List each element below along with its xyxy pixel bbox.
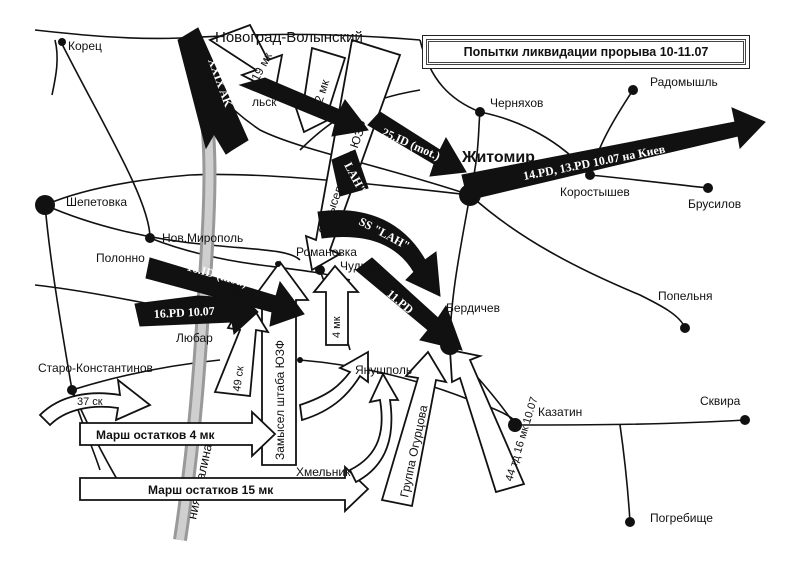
arrow-14pd: [461, 107, 766, 201]
label-49sk: 49 ск: [231, 365, 246, 392]
arrow-37sk: [38, 377, 152, 427]
label-chernyakhov: Черняхов: [490, 96, 543, 110]
dot-skvira: [740, 415, 750, 425]
label-lyubar: Любар: [176, 331, 213, 345]
label-popelnya: Попельня: [658, 289, 712, 303]
roads-layer: [34, 29, 746, 523]
arrow-xxix-ak: [177, 27, 249, 155]
dot-korostyshev: [585, 170, 595, 180]
arrow-19mk: [208, 23, 284, 94]
label-march4: Марш остатков 4 мк: [96, 428, 216, 442]
dot-korets: [58, 38, 66, 46]
dot-radomyshl: [628, 85, 638, 95]
arrow-16id: [145, 257, 305, 327]
label-16pd: 16.PD 10.07: [153, 304, 215, 321]
label-skvira: Сквира: [700, 394, 741, 408]
arrow-11pd: [355, 257, 463, 351]
label-44td: 44 тд 16 мк 10.07: [503, 395, 540, 482]
dot-yanushpol: [297, 357, 303, 363]
arrow-lah-short: [331, 149, 369, 197]
label-pogrebishche: Погребище: [650, 511, 713, 525]
label-kazatin: Казатин: [538, 405, 582, 419]
label-korostyshev: Коростышев: [560, 185, 630, 199]
dot-chernyakhov: [475, 107, 485, 117]
label-plan-bottom: Замысел штаба ЮЗФ: [273, 340, 287, 460]
dot-popelnya: [680, 323, 690, 333]
dot-zhitomir: [459, 184, 481, 206]
dot-chudnov: [315, 265, 325, 275]
label-37sk: 37 ск: [77, 396, 103, 408]
dot-romanovka: [275, 261, 281, 267]
dot-kazatin: [508, 418, 522, 432]
arrow-curve-right: [299, 350, 369, 422]
arrow-upper-german: [238, 77, 369, 137]
label-khmelnik: Хмельник: [296, 465, 351, 479]
arrow-25id: [367, 111, 467, 177]
city-dots: [35, 38, 750, 527]
label-radomyshl: Радомышль: [650, 75, 718, 89]
dot-pogrebishche: [625, 517, 635, 527]
label-romanovka: Романовка: [296, 245, 357, 259]
label-yanushpol: Янушполь: [355, 363, 412, 377]
arrow-44td: [449, 348, 526, 494]
arrow-curve-right-2: [348, 372, 400, 484]
label-4mk: 4 мк: [331, 316, 343, 338]
dot-nov-miropol: [145, 233, 155, 243]
label-march15: Марш остатков 15 мк: [148, 483, 274, 497]
label-berdichev: Бердичев: [446, 301, 500, 315]
label-staro-konst: Старо-Константинов: [38, 361, 153, 375]
arrow-march15: [79, 464, 370, 514]
arrow-16pd: [134, 284, 259, 335]
arrow-ogurtsov: [380, 350, 448, 508]
label-chudnov: Чуднов: [340, 259, 380, 273]
label-nov-miropol: Нов.Мирополь: [162, 231, 243, 245]
city-labels: Корец Новоград-Волынский льск Шепетовка …: [38, 29, 741, 525]
label-pulsk: льск: [252, 95, 277, 109]
arrow-march4: [79, 409, 277, 459]
label-brusilov: Брусилов: [688, 197, 741, 211]
dot-brusilov: [703, 183, 713, 193]
label-korets: Корец: [68, 39, 102, 53]
map-title: Попытки ликвидации прорыва 10-11.07: [422, 35, 750, 69]
label-shepetovka: Шепетовка: [66, 195, 127, 209]
dot-staro-konst: [67, 385, 77, 395]
label-25id: 25.ID (mot.): [380, 125, 443, 163]
arrow-4mk: [312, 264, 360, 346]
dot-shepetovka: [35, 195, 55, 215]
label-polonnoe: Полонно: [96, 251, 145, 265]
label-novograd: Новоград-Волынский: [215, 29, 363, 46]
dot-berdichev: [440, 335, 460, 355]
arrow-ss-lah: [317, 210, 441, 297]
label-zhitomir: Житомир: [461, 149, 535, 166]
